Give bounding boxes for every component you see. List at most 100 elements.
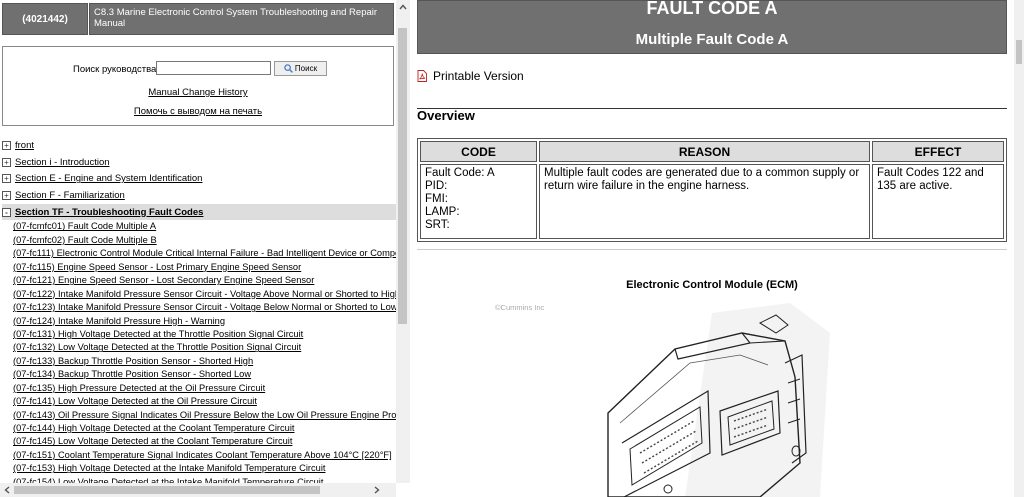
nav-vertical-scroll-thumb[interactable] [398,28,407,324]
search-button[interactable]: Поиск [274,61,327,76]
toc-section[interactable]: -Section TF - Troubleshooting Fault Code… [2,203,396,221]
list-item: (07-fc123) Intake Manifold Pressure Sens… [2,301,396,314]
toc-tree: + front + Section i - Introduction + Section … [2,137,396,483]
toc-section-link[interactable]: Section E - Engine and System Identifica… [15,173,203,185]
fault-code-link[interactable]: (07-fc123) Intake Manifold Pressure Sens… [13,302,396,313]
search-label: Поиск руководства [73,64,157,75]
toc-section-link[interactable]: Section TF - Troubleshooting Fault Codes [15,206,204,218]
content-pane: FAULT CODE A Multiple Fault Code A Print… [410,0,1024,497]
navigation-content: (4021442) C8.3 Marine Electronic Control… [0,0,396,483]
fault-code-link[interactable]: (07-fc141) Low Voltage Detected at the O… [13,396,257,407]
fault-code-link[interactable]: (07-fc151) Coolant Temperature Signal In… [13,449,392,460]
printable-version-link[interactable]: Printable Version [417,69,524,83]
list-item: (07-fc154) Low Voltage Detected at the I… [2,476,396,483]
table-row: Fault Code: A PID: FMI: LAMP: SRT: Multi… [420,164,1004,239]
search-panel: Поиск руководства Поиск Manual Change Hi… [2,46,394,126]
scroll-left-arrow-icon[interactable] [0,483,14,497]
nav-vertical-scrollbar[interactable] [396,0,410,483]
list-item: (07-fc132) Low Voltage Detected at the T… [2,341,396,354]
section-divider [417,249,1007,250]
toc-section-link[interactable]: front [15,139,35,151]
expand-icon[interactable]: + [2,190,11,200]
table-header-row: CODE REASON EFFECT [420,141,1004,162]
fault-code-link[interactable]: (07-fc121) Engine Speed Sensor - Lost Se… [13,275,315,286]
toc-section[interactable]: + Section F - Familiarization [2,187,396,204]
manual-change-history-link[interactable]: Manual Change History [148,87,248,98]
fault-code-link[interactable]: (07-fc124) Intake Manifold Pressure High… [13,315,226,326]
ecm-illustration [607,303,830,497]
page-subtitle: Multiple Fault Code A [635,31,789,48]
scroll-up-arrow-icon[interactable] [396,0,410,14]
list-item: (07-fc151) Coolant Temperature Signal In… [2,449,396,462]
manual-title: C8.3 Marine Electronic Control System Tr… [89,3,394,35]
navigation-pane: (4021442) C8.3 Marine Electronic Control… [0,0,410,497]
fault-code-link[interactable]: (07-fc133) Backup Throttle Position Sens… [13,355,254,366]
list-item: (07-fc134) Backup Throttle Position Sens… [2,368,396,381]
expand-icon[interactable]: + [2,157,11,167]
nav-horizontal-scrollbar[interactable] [0,483,396,497]
fault-code-link[interactable]: (07-fc115) Engine Speed Sensor - Lost Pr… [13,261,302,272]
fault-code-link[interactable]: (07-fc132) Low Voltage Detected at the T… [13,342,302,353]
printable-version-label: Printable Version [433,69,524,83]
page-title: FAULT CODE A [646,0,778,18]
nav-horizontal-scroll-thumb[interactable] [14,486,320,494]
fault-code-link[interactable]: (07-fcmfc01) Fault Code Multiple A [13,221,157,232]
pdf-icon [417,70,427,82]
fault-code-link[interactable]: (07-fc145) Low Voltage Detected at the C… [13,436,293,447]
manual-header: (4021442) C8.3 Marine Electronic Control… [2,3,394,35]
toc-section-link[interactable]: Section F - Familiarization [15,189,125,201]
toc-section[interactable]: + front [2,137,396,154]
fault-code-table: CODE REASON EFFECT Fault Code: A PID: FM… [417,138,1007,242]
fault-code-link[interactable]: (07-fc154) Low Voltage Detected at the I… [13,476,324,483]
list-item: (07-fc124) Intake Manifold Pressure High… [2,315,396,328]
fault-code-link[interactable]: (07-fc131) High Voltage Detected at the … [13,328,304,339]
magnifier-icon [284,64,293,73]
list-item: (07-fcmfc02) Fault Code Multiple B [2,234,396,247]
fault-code-link[interactable]: (07-fc134) Backup Throttle Position Sens… [13,369,252,380]
fault-code-link[interactable]: (07-fc144) High Voltage Detected at the … [13,423,295,433]
list-item: (07-fc145) Low Voltage Detected at the C… [2,435,396,448]
expand-icon[interactable]: + [2,140,11,150]
search-button-label: Поиск [294,64,318,73]
list-item: (07-fc153) High Voltage Detected at the … [2,462,396,475]
expand-icon[interactable]: + [2,174,11,184]
list-item: (07-fc122) Intake Manifold Pressure Sens… [2,288,396,301]
overview-label: Overview [417,108,475,123]
content-vertical-scrollbar[interactable] [1014,0,1024,497]
content-vertical-scroll-thumb[interactable] [1016,40,1022,64]
code-line: FMI: [425,193,448,205]
list-item: (07-fc143) Oil Pressure Signal Indicates… [2,409,396,422]
code-line: PID: [425,180,448,192]
fault-code-link[interactable]: (07-fc122) Intake Manifold Pressure Sens… [13,288,396,299]
reason-cell: Multiple fault codes are generated due t… [539,164,870,239]
fault-code-link[interactable]: (07-fc135) High Pressure Detected at the… [13,382,266,393]
fault-code-link[interactable]: (07-fc153) High Voltage Detected at the … [13,463,326,474]
code-line: SRT: [425,219,450,231]
scroll-right-arrow-icon[interactable] [370,483,384,497]
effect-column-header: EFFECT [872,141,1004,162]
list-item: (07-fc141) Low Voltage Detected at the O… [2,395,396,408]
overview-heading: Overview [417,91,1007,123]
list-item: (07-fc135) High Pressure Detected at the… [2,382,396,395]
reason-column-header: REASON [539,141,870,162]
code-cell: Fault Code: A PID: FMI: LAMP: SRT: [420,164,537,239]
fault-code-link[interactable]: (07-fcmfc02) Fault Code Multiple B [13,234,157,245]
effect-cell: Fault Codes 122 and 135 are active. [872,164,1004,239]
list-item: (07-fc121) Engine Speed Sensor - Lost Se… [2,274,396,287]
list-item: (07-fcmfc01) Fault Code Multiple A [2,220,396,233]
toc-section[interactable]: + Section i - Introduction [2,154,396,171]
search-input[interactable] [156,61,271,75]
print-help-link[interactable]: Помочь с выводом на печать [133,106,263,117]
toc-section[interactable]: + Section E - Engine and System Identific… [2,170,396,187]
toc-section-link[interactable]: Section i - Introduction [15,156,110,168]
fault-code-link[interactable]: (07-fc143) Oil Pressure Signal Indicates… [13,409,396,420]
code-line: Fault Code: A [425,167,495,179]
manual-code: (4021442) [2,3,88,35]
figure-title: Electronic Control Module (ECM) [626,279,798,291]
fault-code-link[interactable]: (07-fc111) Electronic Control Module Cri… [13,248,396,259]
collapse-icon[interactable]: - [2,207,11,217]
copyright-watermark: ©Cummins Inc [495,303,545,312]
list-item: (07-fc144) High Voltage Detected at the … [2,422,396,435]
code-column-header: CODE [420,141,537,162]
fault-code-banner: FAULT CODE A Multiple Fault Code A [417,0,1007,54]
